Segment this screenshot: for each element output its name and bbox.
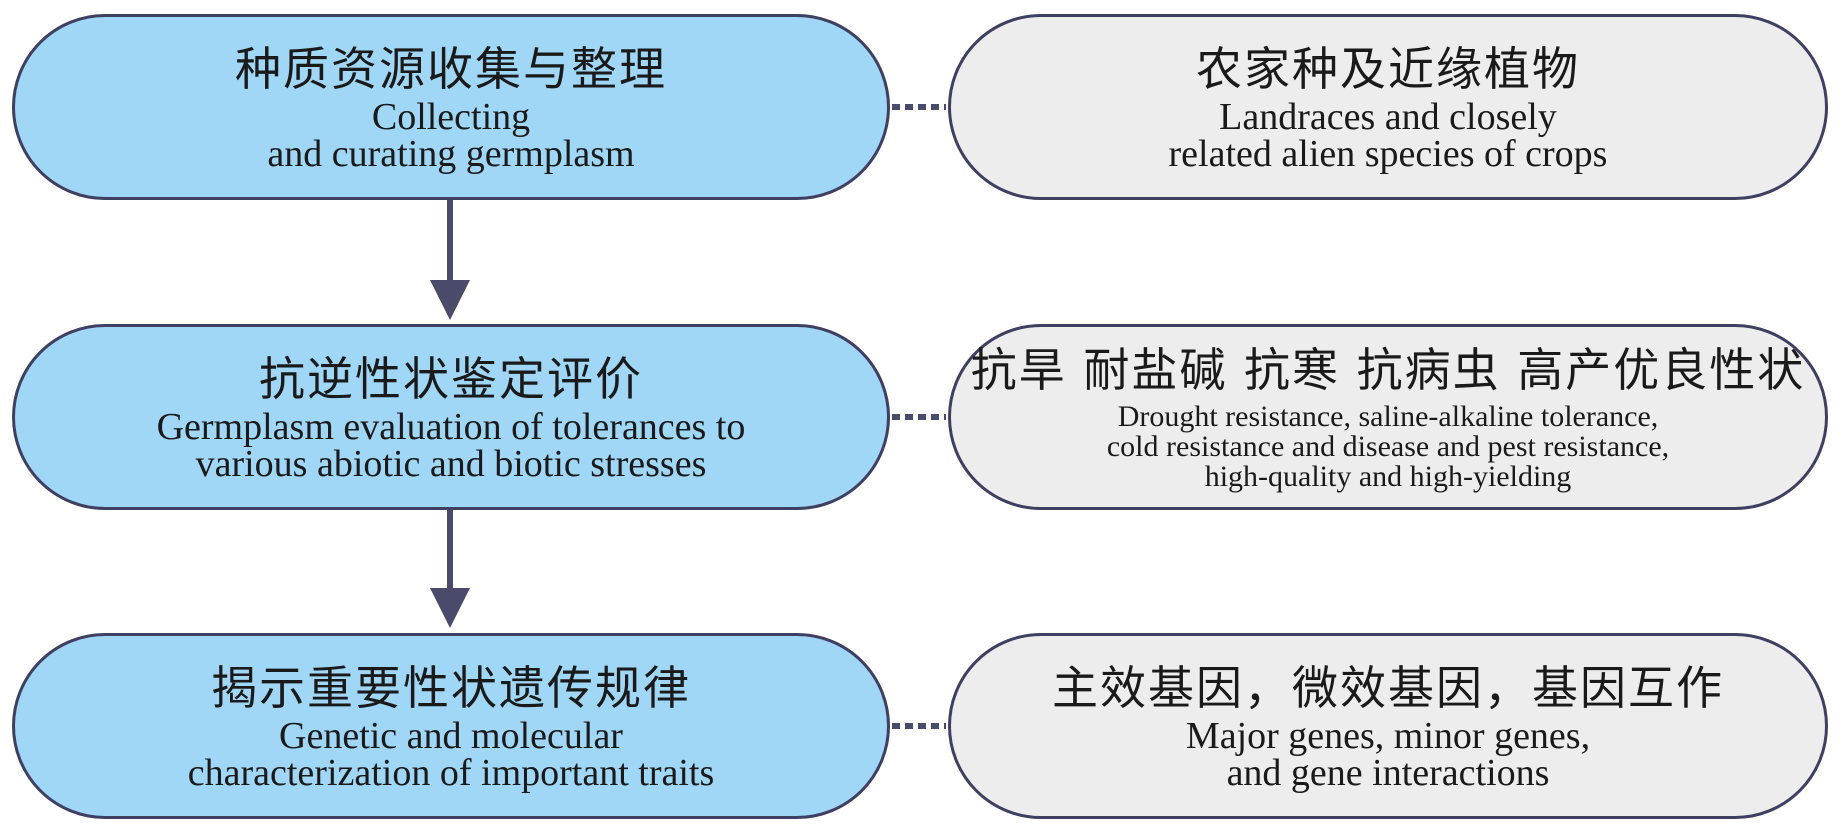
detail-title-zh: 农家种及近缘植物 bbox=[1196, 42, 1580, 96]
detail-title-en-line: high-quality and high-yielding bbox=[1204, 460, 1572, 493]
step-genetic-characterization: 揭示重要性状遗传规律 Genetic and molecular charact… bbox=[12, 633, 890, 819]
detail-title-zh: 主效基因，微效基因，基因互作 bbox=[1052, 661, 1724, 715]
step-title-zh: 抗逆性状鉴定评价 bbox=[259, 352, 643, 406]
step-title-en: Collecting and curating germplasm bbox=[267, 96, 635, 175]
detail-title-zh: 抗旱 耐盐碱 抗寒 抗病虫 高产优良性状 bbox=[970, 343, 1806, 397]
step-title-en-line: various abiotic and biotic stresses bbox=[195, 443, 707, 485]
step-title-en-line: Genetic and molecular bbox=[279, 715, 623, 757]
arrow-head-2 bbox=[430, 588, 470, 628]
step-title-en-line: characterization of important traits bbox=[187, 752, 715, 794]
detail-title-en-line: Drought resistance, saline-alkaline tole… bbox=[1117, 400, 1659, 433]
arrow-head-1 bbox=[430, 280, 470, 320]
detail-landraces: 农家种及近缘植物 Landraces and closely related a… bbox=[948, 14, 1828, 200]
step-title-zh: 揭示重要性状遗传规律 bbox=[211, 661, 691, 715]
step-collecting-germplasm: 种质资源收集与整理 Collecting and curating germpl… bbox=[12, 14, 890, 200]
detail-title-en: Drought resistance, saline-alkaline tole… bbox=[1107, 402, 1669, 492]
detail-title-en: Landraces and closely related alien spec… bbox=[1168, 96, 1608, 175]
detail-title-en-line: cold resistance and disease and pest res… bbox=[1106, 430, 1670, 463]
step-title-en-line: and curating germplasm bbox=[267, 133, 635, 175]
detail-title-en-line: related alien species of crops bbox=[1168, 133, 1608, 175]
detail-genes: 主效基因，微效基因，基因互作 Major genes, minor genes,… bbox=[948, 633, 1828, 819]
step-title-en: Germplasm evaluation of tolerances to va… bbox=[156, 406, 746, 485]
step-stress-evaluation: 抗逆性状鉴定评价 Germplasm evaluation of toleran… bbox=[12, 324, 890, 510]
step-title-zh: 种质资源收集与整理 bbox=[235, 42, 667, 96]
step-title-en-line: Collecting bbox=[371, 96, 531, 138]
step-title-en-line: Germplasm evaluation of tolerances to bbox=[156, 406, 746, 448]
step-title-en: Genetic and molecular characterization o… bbox=[187, 715, 715, 794]
detail-traits: 抗旱 耐盐碱 抗寒 抗病虫 高产优良性状 Drought resistance,… bbox=[948, 324, 1828, 510]
detail-title-en-line: Landraces and closely bbox=[1219, 96, 1557, 138]
detail-title-en-line: and gene interactions bbox=[1226, 752, 1550, 794]
detail-title-en: Major genes, minor genes, and gene inter… bbox=[1185, 715, 1591, 794]
detail-title-en-line: Major genes, minor genes, bbox=[1185, 715, 1591, 757]
